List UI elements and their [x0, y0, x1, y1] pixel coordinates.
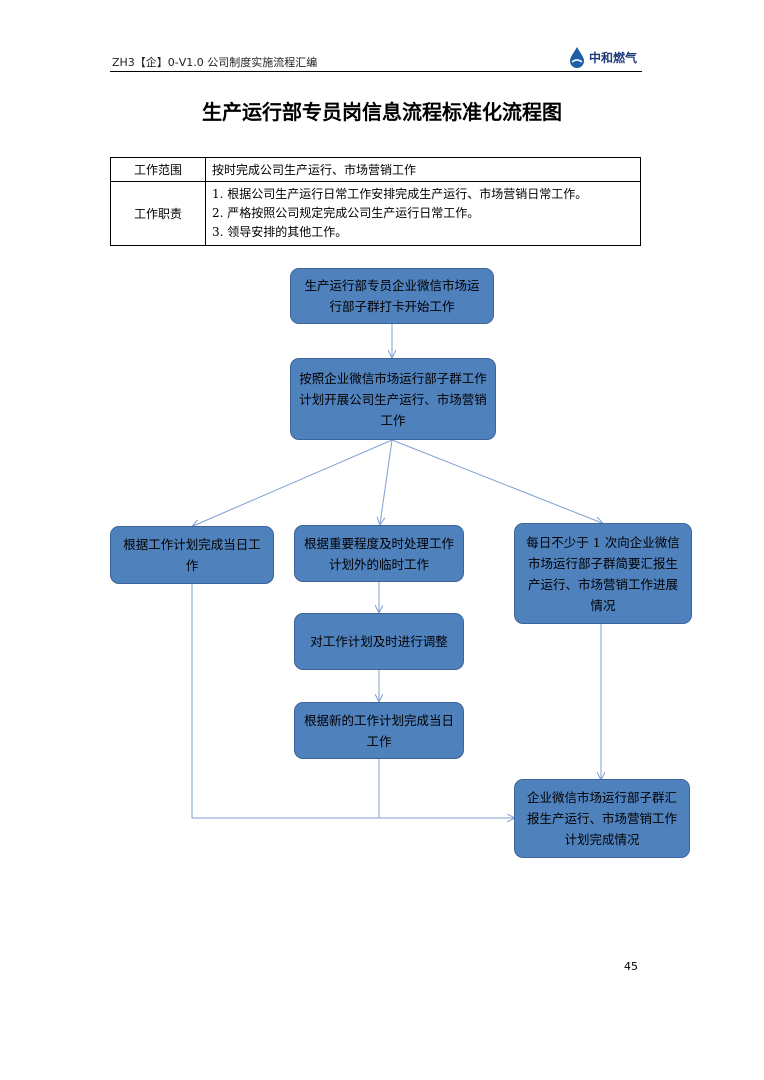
- flow-step-report: 每日不少于 1 次向企业微信市场运行部子群简要汇报生产运行、市场营销工作进展情况: [514, 523, 692, 624]
- document-code: ZH3【企】0-V1.0 公司制度实施流程汇编: [112, 56, 318, 69]
- scope-row: 工作范围 按时完成公司生产运行、市场营销工作: [110, 157, 641, 182]
- duty-item: 2. 严格按照公司规定完成公司生产运行日常工作。: [212, 206, 480, 220]
- flow-step-start: 生产运行部专员企业微信市场运行部子群打卡开始工作: [290, 268, 494, 324]
- flow-step-adjust: 对工作计划及时进行调整: [294, 613, 464, 670]
- header-divider: [110, 71, 642, 72]
- line-daily-to-final: [191, 584, 514, 818]
- flow-step-priority: 根据重要程度及时处理工作计划外的临时工作: [294, 525, 464, 582]
- duty-list: 1. 根据公司生产运行日常工作安排完成生产运行、市场营销日常工作。 2. 严格按…: [205, 181, 641, 246]
- duty-item: 3. 领导安排的其他工作。: [212, 225, 348, 239]
- water-drop-icon: [570, 47, 584, 68]
- duty-label: 工作职责: [110, 181, 206, 246]
- scope-value: 按时完成公司生产运行、市场营销工作: [205, 157, 641, 182]
- scope-label: 工作范围: [110, 157, 206, 182]
- job-info-table: 工作范围 按时完成公司生产运行、市场营销工作 工作职责 1. 根据公司生产运行日…: [110, 157, 641, 246]
- page-number: 45: [624, 960, 638, 973]
- page-title: 生产运行部专员岗信息流程标准化流程图: [202, 100, 562, 124]
- flow-step-new-plan: 根据新的工作计划完成当日工作: [294, 702, 464, 759]
- flow-step-plan: 按照企业微信市场运行部子群工作计划开展公司生产运行、市场营销工作: [290, 358, 496, 440]
- arrow-plan-to-daily: [193, 439, 393, 526]
- logo-text: 中和燃气: [589, 50, 638, 65]
- duty-item: 1. 根据公司生产运行日常工作安排完成生产运行、市场营销日常工作。: [212, 187, 588, 201]
- company-logo: 中和燃气: [568, 46, 644, 68]
- arrow-plan-to-report: [391, 439, 602, 523]
- arrow-plan-to-priority: [380, 439, 393, 524]
- duty-row: 工作职责 1. 根据公司生产运行日常工作安排完成生产运行、市场营销日常工作。 2…: [110, 181, 641, 246]
- flow-step-daily: 根据工作计划完成当日工作: [110, 526, 274, 584]
- flow-step-final: 企业微信市场运行部子群汇报生产运行、市场营销工作计划完成情况: [514, 779, 690, 858]
